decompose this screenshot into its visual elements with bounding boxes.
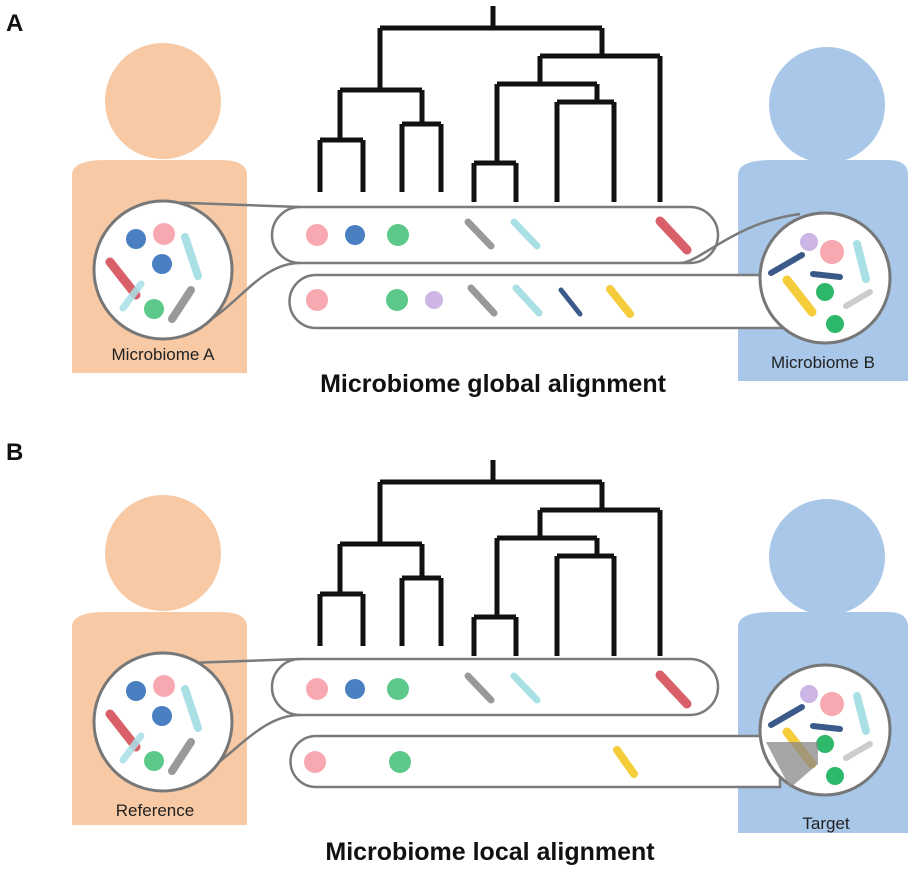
taxon-red-rod — [655, 216, 692, 255]
phylogenetic-tree — [320, 460, 660, 656]
panel-b: B Reference — [6, 439, 908, 866]
right-person-label: Target — [802, 814, 850, 833]
target-sample-circle — [760, 665, 890, 795]
taxon-lavender-circle — [425, 291, 443, 309]
taxon-cyan-rod — [512, 284, 543, 317]
phylogenetic-tree — [320, 6, 660, 202]
taxon-green-circle — [389, 751, 411, 773]
taxa-row-top — [306, 670, 692, 709]
taxon-gray-rod — [464, 672, 495, 704]
reference-sample-circle — [94, 653, 232, 791]
panel-a: A — [6, 6, 908, 398]
taxon-yellow-rod — [613, 746, 638, 778]
taxon-green-circle — [386, 289, 408, 311]
zoom-line — [679, 212, 801, 265]
taxon-green-circle — [387, 224, 409, 246]
taxon-pink-circle — [306, 289, 328, 311]
taxon-navy-rod — [558, 287, 583, 317]
taxon-cyan-rod — [510, 218, 541, 250]
taxa-capsule-top — [270, 657, 720, 717]
taxa-row-bottom — [306, 284, 634, 318]
taxon-pink-circle — [306, 224, 328, 246]
taxon-green-circle — [387, 678, 409, 700]
panel-letter: B — [6, 439, 23, 466]
right-person-label: Microbiome B — [771, 353, 875, 372]
taxon-blue-circle — [345, 679, 365, 699]
taxon-gray-rod — [464, 218, 495, 250]
left-person-label: Microbiome A — [112, 345, 216, 364]
taxa-capsule-top — [270, 205, 720, 265]
microbiome-b-sample-circle — [760, 213, 890, 343]
taxon-yellow-rod — [606, 285, 634, 318]
microbiome-a-sample-circle — [94, 201, 232, 339]
left-person-label: Reference — [116, 801, 194, 820]
taxa-row-top — [306, 216, 692, 255]
panel-title: Microbiome global alignment — [320, 370, 667, 398]
taxon-red-rod — [655, 670, 692, 709]
taxa-capsule-bottom — [289, 734, 782, 789]
taxon-pink-circle — [304, 751, 326, 773]
taxon-pink-circle — [306, 678, 328, 700]
taxa-row-bottom — [304, 746, 638, 778]
taxon-cyan-rod — [510, 672, 541, 704]
panel-title: Microbiome local alignment — [325, 838, 655, 866]
taxon-blue-circle — [345, 225, 365, 245]
taxon-gray-rod — [467, 284, 498, 317]
taxa-capsule-bottom — [288, 273, 832, 330]
panel-letter: A — [6, 10, 23, 37]
local-region-highlight — [766, 742, 818, 788]
